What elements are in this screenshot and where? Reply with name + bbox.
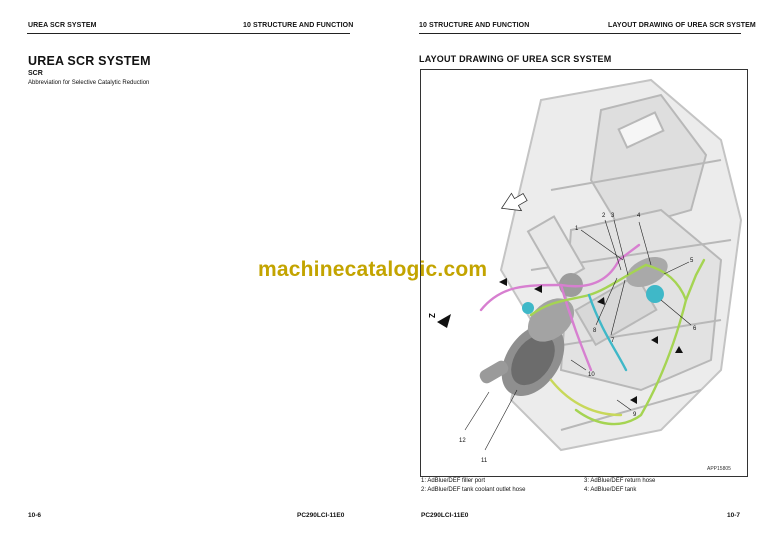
legend-item-4: 4: AdBlue/DEF tank <box>584 487 637 493</box>
watermark-text: machinecatalogic.com <box>258 258 488 281</box>
right-header-rule <box>419 33 741 34</box>
callout-5: 5 <box>690 258 694 264</box>
callout-3: 3 <box>611 213 615 219</box>
callout-1: 1 <box>575 226 579 232</box>
left-header-chapter: 10 STRUCTURE AND FUNCTION <box>243 22 354 29</box>
right-page: 10 STRUCTURE AND FUNCTION LAYOUT DRAWING… <box>384 0 768 542</box>
flow-arrows <box>499 278 683 404</box>
right-footer-model-code: PC290LCI-11E0 <box>421 512 469 519</box>
callout-12: 12 <box>459 438 466 444</box>
left-page: UREA SCR SYSTEM 10 STRUCTURE AND FUNCTIO… <box>27 22 354 519</box>
legend-item-2: 2: AdBlue/DEF tank coolant outlet hose <box>421 487 526 493</box>
hoses <box>479 243 706 426</box>
layout-drawing-figure: Z 1 <box>420 69 748 477</box>
right-header-chapter: 10 STRUCTURE AND FUNCTION <box>419 22 530 29</box>
callout-10: 10 <box>588 372 595 378</box>
figure-id: APP15805 <box>707 466 731 472</box>
figure-title: LAYOUT DRAWING OF UREA SCR SYSTEM <box>419 54 612 64</box>
legend-item-3: 3: AdBlue/DEF return hose <box>584 478 656 484</box>
left-footer-model-code: PC290LCI-11E0 <box>297 512 345 519</box>
right-header-section: LAYOUT DRAWING OF UREA SCR SYSTEM <box>608 22 756 29</box>
callout-2: 2 <box>602 213 606 219</box>
view-label: Z <box>428 313 437 318</box>
right-footer-page-number: 10-7 <box>727 512 741 519</box>
callout-6: 6 <box>693 326 697 332</box>
callout-8: 8 <box>593 328 597 334</box>
def-tank <box>522 256 668 314</box>
front-arrow-icon <box>500 192 528 212</box>
layout-drawing-svg: Z 1 <box>428 78 743 472</box>
callout-7: 7 <box>611 338 615 344</box>
machine-frame <box>499 78 743 452</box>
callout-labels: 1 2 3 4 5 6 7 8 9 10 11 12 <box>459 213 697 464</box>
left-header-rule <box>27 33 350 34</box>
view-z-marker: Z <box>428 313 451 328</box>
scr-description: Abbreviation for Selective Catalytic Red… <box>28 80 150 86</box>
callout-9: 9 <box>633 412 637 418</box>
callout-4: 4 <box>637 213 641 219</box>
callout-11: 11 <box>481 458 488 464</box>
left-footer-page-number: 10-6 <box>28 512 42 519</box>
left-header-section: UREA SCR SYSTEM <box>28 22 97 29</box>
page-title: UREA SCR SYSTEM <box>28 54 151 68</box>
legend-item-1: 1: AdBlue/DEF filler port <box>421 478 486 484</box>
scr-label: SCR <box>28 70 43 77</box>
callout-leaders <box>464 219 692 451</box>
